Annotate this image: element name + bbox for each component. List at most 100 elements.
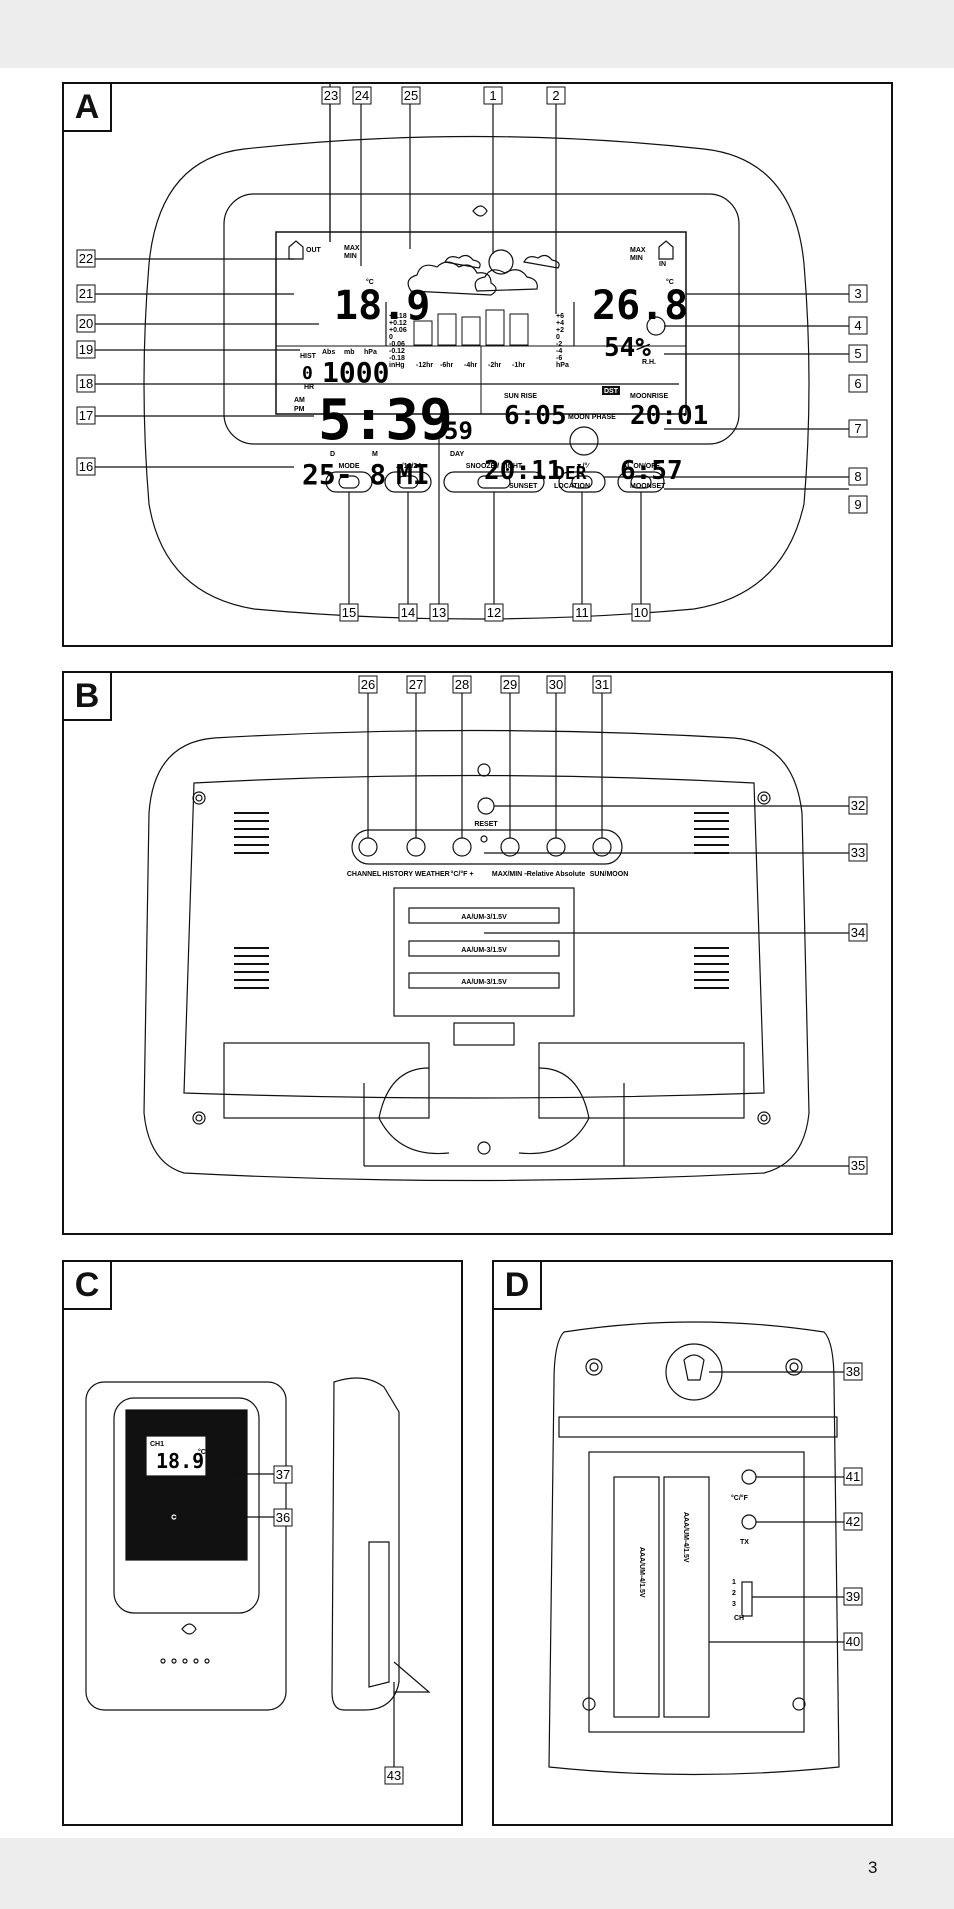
callout-22: 22 [79,251,93,266]
panel-a-letter: A [64,84,112,132]
callout-40: 40 [846,1634,860,1649]
hour-3: -2hr [488,362,502,369]
max-label-out: MAX [344,245,360,252]
maxmin-minus-label: MAX/MIN – [492,871,528,878]
weather-station-front-drawing: 23 24 25 1 2 22 21 20 19 18 17 16 3 4 5 … [76,84,868,622]
max-label-in: MAX [630,247,646,254]
pressure-left-7: inHg [389,362,405,369]
hour-0: -12hr [416,362,433,369]
pressure-right-7: hPa [556,362,569,369]
panel-d-letter: D [494,1262,542,1310]
up-button-label: ▲/12/24 [395,463,421,470]
callout-7: 7 [854,421,861,436]
unit-plus-label: °C/°F + [451,870,474,878]
moonset-time: 6:57 [620,456,683,486]
battery-label-1: AA/UM-3/1.5V [461,914,507,921]
callout-11: 11 [575,605,589,620]
callout-34: 34 [851,925,865,940]
clock-seconds: 59 [444,417,473,445]
sensor-temp-unit: °C [198,1448,206,1456]
callout-9: 9 [854,497,861,512]
channel-label: CHANNEL [347,871,382,878]
sensor-temperature: 18.9 [156,1449,204,1473]
callout-21: 21 [79,286,93,301]
callout-17: 17 [79,408,93,423]
callout-32: 32 [851,798,865,813]
abs-label: Abs [322,349,335,356]
callout-33: 33 [851,845,865,860]
pressure-right-1: +4 [556,320,564,327]
callout-4: 4 [854,318,861,333]
callout-15: 15 [342,605,356,620]
callout-30: 30 [549,677,563,692]
callout-38: 38 [846,1364,860,1379]
weekday: MI [396,458,430,491]
location-label: LOCATION [554,483,590,490]
pressure-right-6: -6 [556,355,562,362]
m-label: M [372,451,378,458]
callout-6: 6 [854,376,861,391]
callout-8: 8 [854,469,861,484]
reset-label: RESET [474,821,498,828]
callout-1: 1 [489,88,496,103]
moonrise-time: 20:01 [630,401,708,431]
hour-1: -6hr [440,362,454,369]
battery-label-3: AA/UM-3/1.5V [461,979,507,986]
callout-23: 23 [324,88,338,103]
hpa-label: hPa [364,349,377,356]
callout-31: 31 [595,677,609,692]
moonset-label: MOONSET [630,483,666,490]
sunrise-time: 6:05 [504,401,567,431]
callout-39: 39 [846,1589,860,1604]
ch-label: CH [734,1615,744,1622]
outdoor-temperature: 18.9 [334,283,430,329]
sun-moon-label: SUN/MOON [590,871,629,878]
min-label-in: MIN [630,255,643,262]
outdoor-temp-unit: °C [366,278,374,286]
page-number: 3 [868,1858,878,1877]
panel-c-letter: C [64,1262,112,1310]
pressure-right-5: -4 [556,348,562,355]
pressure-left-6: -0.18 [389,355,405,362]
callout-26: 26 [361,677,375,692]
relative-absolute-label: Relative Absolute [527,871,586,878]
humidity-value: 54% [604,333,651,363]
callout-29: 29 [503,677,517,692]
moon-phase-label: MOON PHASE [568,414,616,421]
battery-label-2: AA/UM-3/1.5V [461,947,507,954]
pressure-right-0: +6 [556,313,564,320]
sunrise-label: SUN RISE [504,393,537,400]
callout-35: 35 [851,1158,865,1173]
day-label: DAY [450,451,464,458]
hist-label: HIST [300,353,317,360]
indoor-temperature: 26.8 [592,283,688,329]
snooze-button-label: SNOOZE / LIGHT [466,463,523,470]
pressure-left-5: -0.12 [389,348,405,355]
d-label: D [330,451,335,458]
history-weather-label: HISTORY WEATHER [382,871,449,878]
in-label: IN [659,261,666,268]
panel-a: A [62,82,893,647]
weather-station-back-drawing: 26 27 28 29 30 31 32 33 34 35 CHANNEL HI… [143,675,868,1182]
panel-b: B [62,671,893,1235]
callout-28: 28 [455,677,469,692]
callout-12: 12 [487,605,501,620]
pressure-right-4: -2 [556,341,562,348]
panel-b-letter: B [64,673,112,721]
callout-16: 16 [79,459,93,474]
bottom-margin-band [0,1838,954,1909]
sensor-front-side-drawing: 37 36 43 CH1 18.9 °C [85,1377,431,1785]
panel-c: C 37 36 43 C [62,1260,463,1826]
callout-19: 19 [79,342,93,357]
callout-43: 43 [387,1768,401,1783]
moonrise-label: MOONRISE [630,393,668,400]
dst-label: DST [604,388,619,395]
down-button-label: ▼/°⁄ [576,462,591,470]
ch-num-2: 2 [732,1590,736,1597]
callout-27: 27 [409,677,423,692]
callout-25: 25 [404,88,418,103]
callout-24: 24 [355,88,369,103]
pressure-left-0: +0.18 [389,313,407,320]
tx-label: TX [740,1539,749,1546]
callout-14: 14 [401,605,415,620]
